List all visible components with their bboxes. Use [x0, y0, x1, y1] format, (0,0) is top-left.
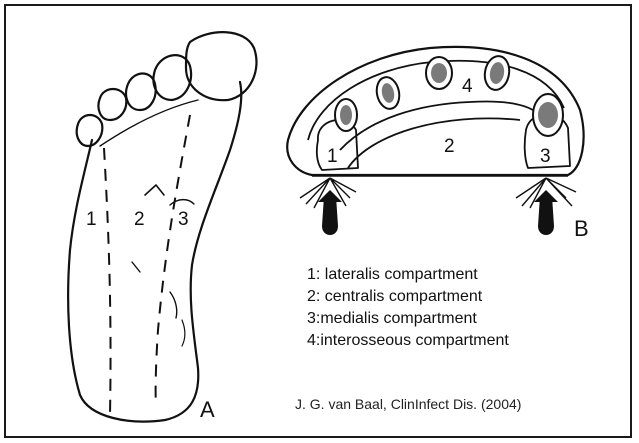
panel-b-letter: B [574, 216, 589, 241]
panel-a-letter: A [200, 397, 215, 422]
panel-a-compartment-lines [104, 115, 190, 415]
toe-5 [77, 115, 103, 146]
toe-3 [126, 74, 156, 111]
incision-arrow-medial [516, 178, 576, 235]
panel-a-label-1: 1 [86, 209, 97, 230]
foot-outline [68, 82, 241, 422]
incision-arrow-lateral [300, 178, 356, 235]
divider-lateral [104, 148, 111, 415]
citation: J. G. van Baal, ClinInfect Dis. (2004) [295, 396, 521, 412]
legend-item-lateralis: 1: lateralis compartment [307, 264, 509, 286]
divider-medial [156, 115, 190, 405]
interosseous-boundary [340, 101, 536, 150]
panel-b-incision-arrows [300, 178, 576, 235]
toe-4 [98, 89, 126, 120]
panel-b-label-4: 4 [462, 76, 473, 97]
panel-b-label-2: 2 [444, 136, 455, 157]
legend-item-interosseous: 4:interosseous compartment [307, 330, 509, 352]
compartment-legend: 1: lateralis compartment 2: centralis co… [307, 264, 509, 352]
panel-a-label-2: 2 [134, 209, 145, 230]
panel-b-label-1: 1 [327, 146, 338, 167]
panel-a-labels: 1 2 3 A [86, 209, 215, 422]
legend-item-centralis: 2: centralis compartment [307, 286, 509, 308]
legend-item-medialis: 3:medialis compartment [307, 308, 509, 330]
panel-b-label-3: 3 [540, 146, 551, 167]
big-toe [186, 32, 256, 100]
panel-a-label-3: 3 [178, 209, 189, 230]
